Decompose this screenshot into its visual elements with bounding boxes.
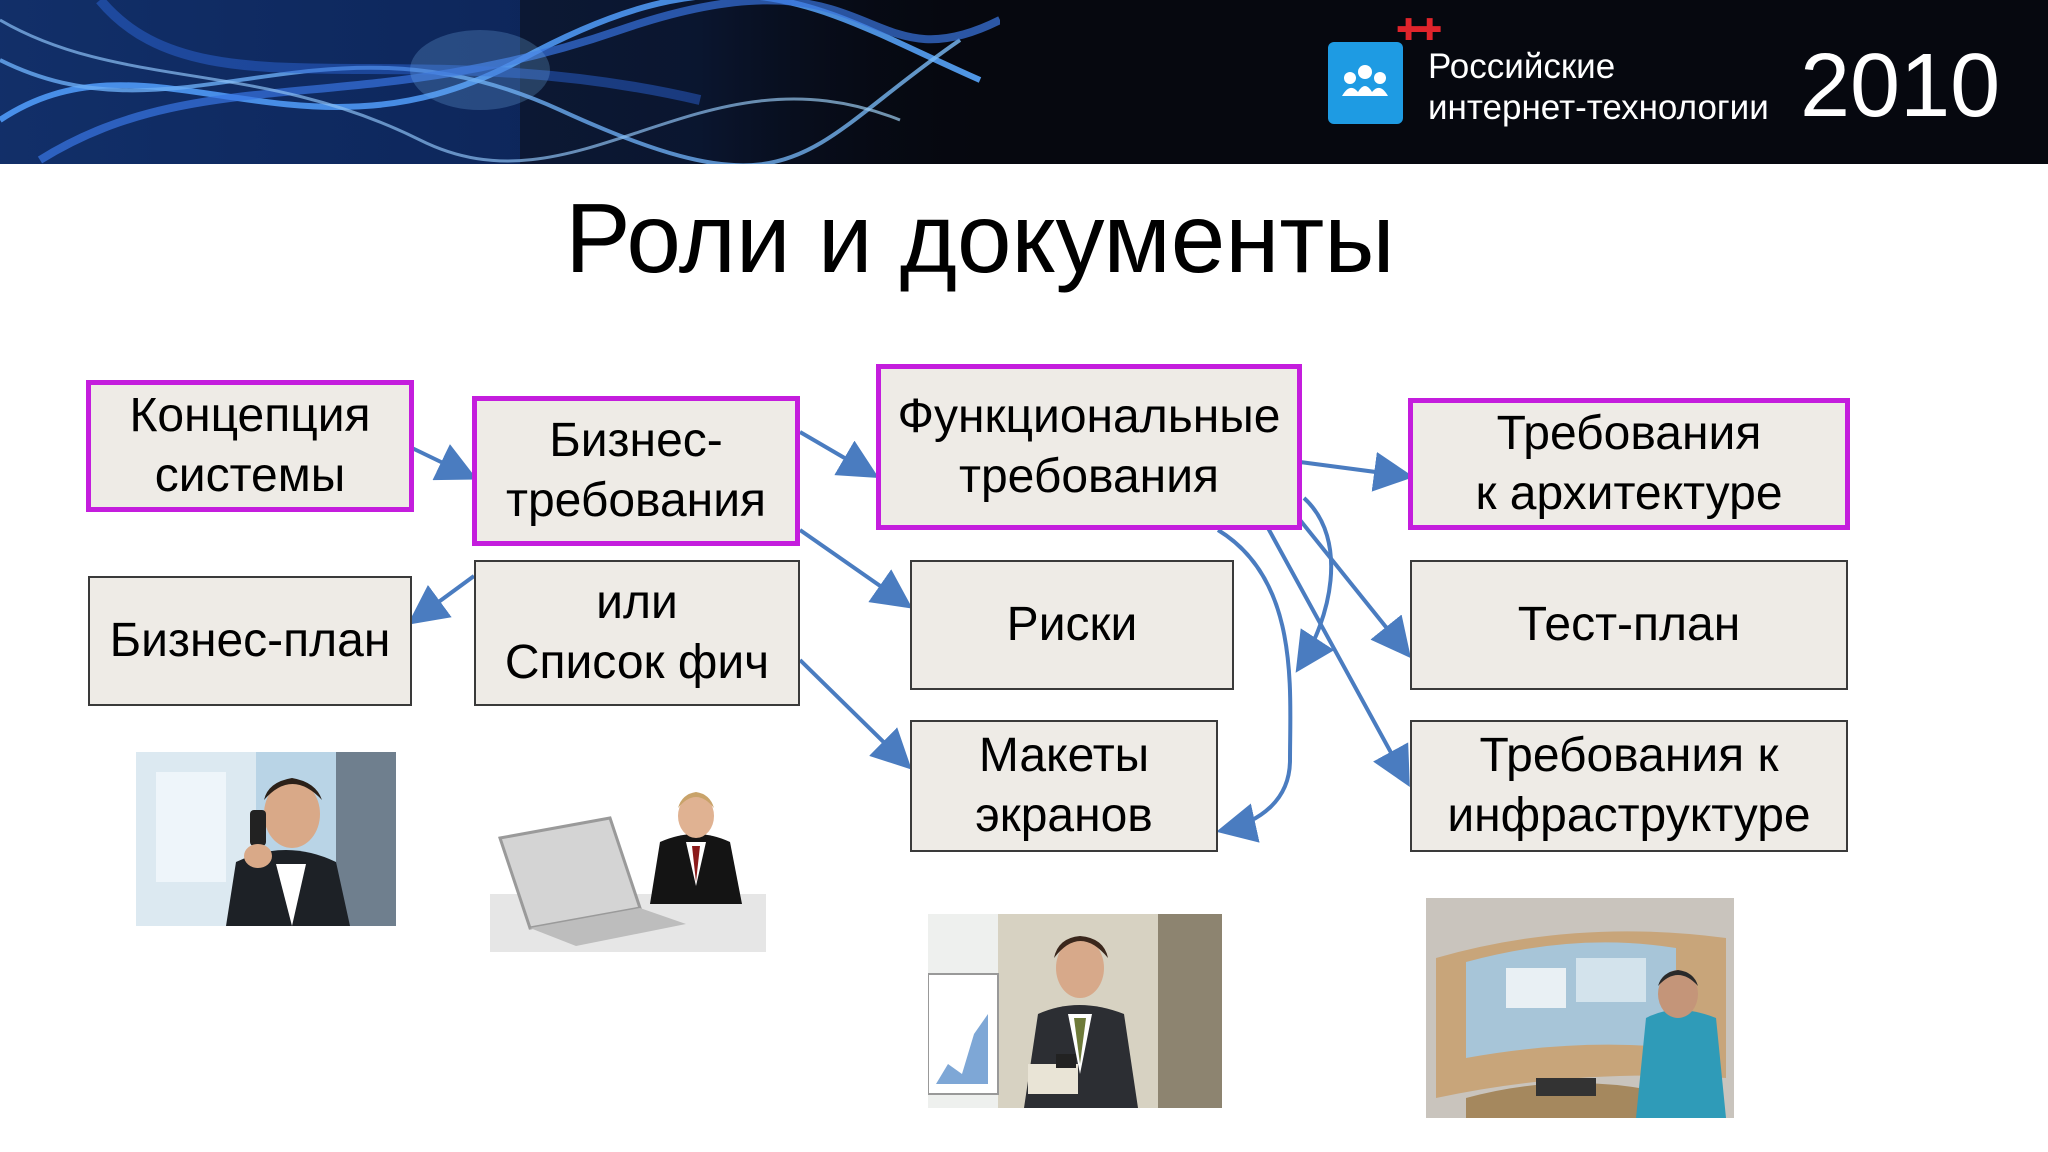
- arrow-feature-list-to-business-plan: [407, 574, 476, 625]
- node-arch-req: Требования к архитектуре: [1408, 398, 1850, 530]
- node-functional-req-line1: Функциональные: [897, 390, 1281, 443]
- photo-man-phone: [136, 752, 396, 926]
- node-infra-req-line1: Требования к: [1479, 729, 1779, 782]
- conference-year: 2010: [1800, 36, 2001, 136]
- node-concept-line1: Концепция: [129, 389, 371, 442]
- conference-name-line1: Российские: [1428, 47, 1616, 86]
- node-business-req-line2: требования: [506, 474, 766, 527]
- node-infra-req: Требования к инфраструктуре: [1410, 720, 1848, 852]
- photo-man-reading: [928, 914, 1222, 1108]
- node-concept: Концепция системы: [86, 380, 414, 512]
- arrow-feature-list-to-mockups: [798, 658, 912, 770]
- slide-title: Роли и документы: [565, 183, 1395, 293]
- arrow-concept-to-business-req: [411, 444, 478, 481]
- node-business-plan: Бизнес-план: [88, 576, 412, 706]
- node-mockups-line1: Макеты: [978, 729, 1150, 782]
- node-functional-req-line2: требования: [959, 450, 1219, 503]
- arrow-functional-req-to-test-plan: [1298, 518, 1412, 659]
- arrow-business-req-to-functional-req: [798, 430, 879, 479]
- conference-name: Российские интернет-технологии: [1428, 46, 1808, 128]
- node-feature-list-line2: Список фич: [504, 636, 770, 689]
- node-test-plan-line1: Тест-план: [1517, 598, 1741, 651]
- header-banner: ✚✚ Российские интернет-технологии 2010: [0, 0, 2048, 164]
- node-mockups-line2: экранов: [975, 789, 1153, 842]
- node-test-plan: Тест-план: [1410, 560, 1848, 690]
- arrow-business-req-to-risks: [798, 528, 913, 609]
- node-functional-req: Функциональные требования: [876, 364, 1302, 530]
- node-feature-list-line1: или: [596, 576, 678, 629]
- photo-man-monitors: [1426, 898, 1734, 1118]
- plus-icon: ✚✚: [1396, 14, 1442, 47]
- conference-name-line2: интернет-технологии: [1428, 88, 1769, 127]
- node-business-req-line1: Бизнес-: [549, 414, 723, 467]
- arrow-functional-req-to-arch-req: [1299, 451, 1414, 492]
- node-arch-req-line2: к архитектуре: [1475, 467, 1783, 520]
- arrow-functional-req-to-risks: [1295, 496, 1335, 673]
- node-arch-req-line1: Требования: [1496, 407, 1762, 460]
- photo-man-laptop: [490, 778, 766, 952]
- arrow-functional-req-to-mockups: [1216, 528, 1293, 843]
- node-business-plan-line1: Бизнес-план: [109, 614, 391, 667]
- node-feature-list: или Список фич: [474, 560, 800, 706]
- swirl-graphic: [0, 0, 1000, 164]
- node-mockups: Макеты экранов: [910, 720, 1218, 852]
- conference-logo-icon: [1328, 42, 1403, 124]
- node-risks-line1: Риски: [1006, 598, 1138, 651]
- node-risks: Риски: [910, 560, 1234, 690]
- node-infra-req-line2: инфраструктуре: [1447, 789, 1811, 842]
- arrow-functional-req-to-infra-req: [1266, 527, 1410, 788]
- node-business-req: Бизнес- требования: [472, 396, 800, 546]
- node-concept-line2: системы: [154, 449, 346, 502]
